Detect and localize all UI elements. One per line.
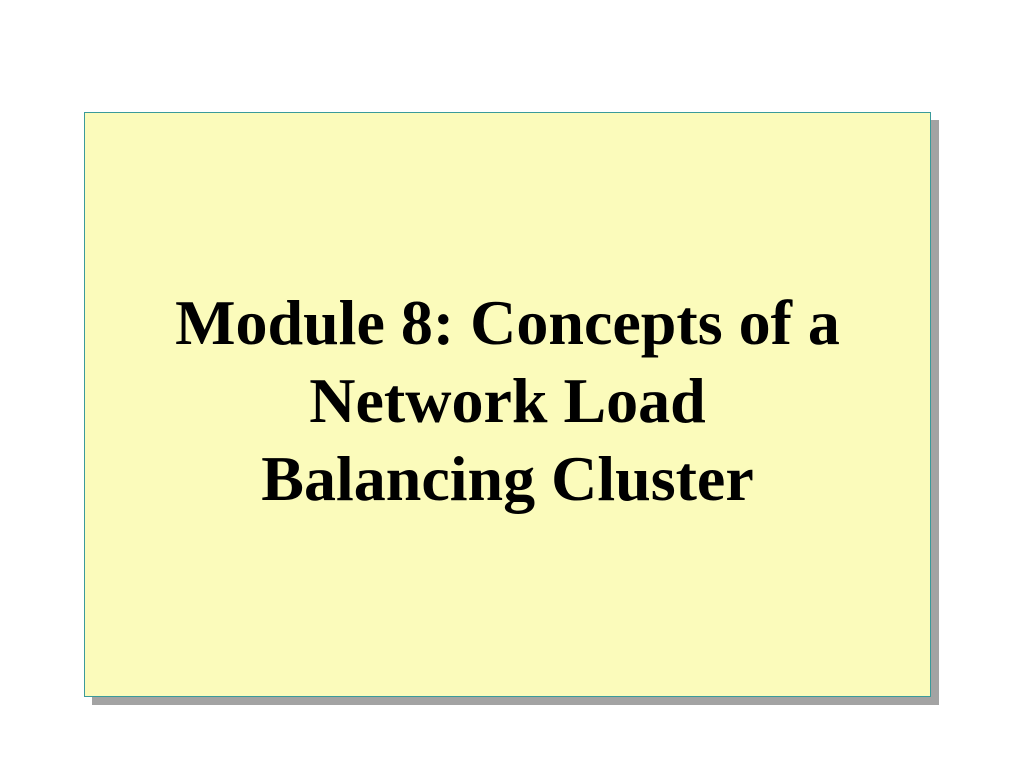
title-line-3: Balancing Cluster — [261, 442, 754, 514]
title-line-1: Module 8: Concepts of a — [175, 286, 840, 358]
slide-title: Module 8: Concepts of a Network Load Bal… — [165, 284, 850, 518]
title-line-2: Network Load — [309, 364, 706, 436]
title-box: Module 8: Concepts of a Network Load Bal… — [84, 112, 931, 697]
